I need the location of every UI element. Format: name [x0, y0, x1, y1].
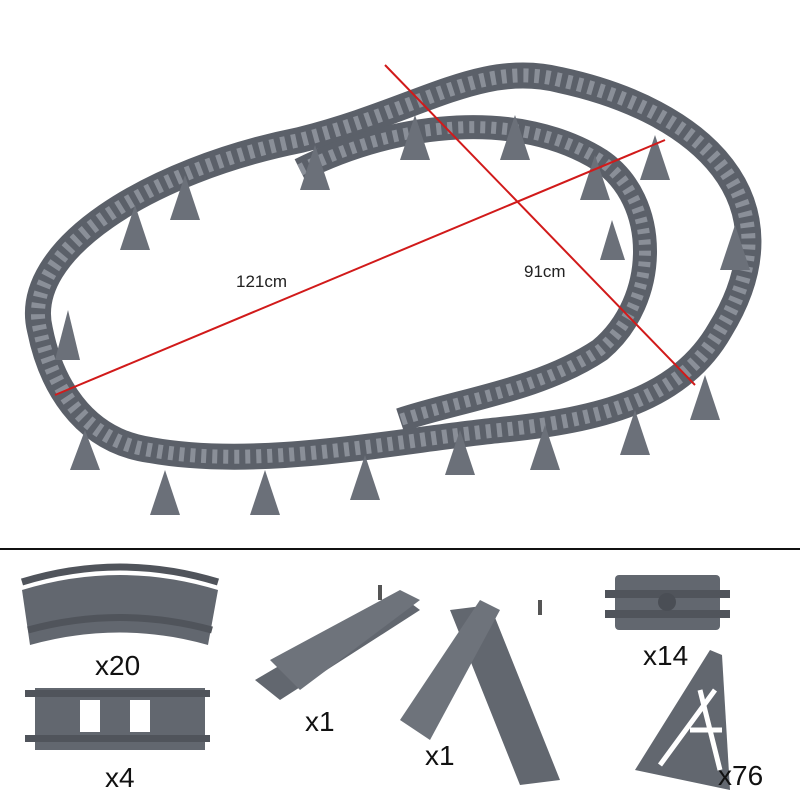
straight-track-part: [25, 688, 210, 750]
support-pillar-count: x76: [718, 760, 764, 791]
track-layout: [25, 62, 762, 515]
flex-track-part: [605, 575, 730, 630]
straight-track-count: x4: [105, 762, 135, 793]
left-switch-count: x1: [305, 706, 335, 737]
width-measure-line: [384, 64, 696, 386]
right-switch-part: [400, 600, 560, 785]
right-switch-count: x1: [425, 740, 455, 771]
width-label: 91cm: [524, 262, 566, 281]
support-pillars: [55, 115, 750, 515]
left-switch-part: [255, 585, 420, 700]
length-measure-line: [54, 139, 666, 396]
length-label: 121cm: [236, 272, 288, 291]
curved-track-count: x20: [95, 650, 141, 681]
support-pillar-part: [635, 650, 730, 790]
curved-track-part: [20, 563, 220, 645]
flex-track-count: x14: [643, 640, 689, 671]
